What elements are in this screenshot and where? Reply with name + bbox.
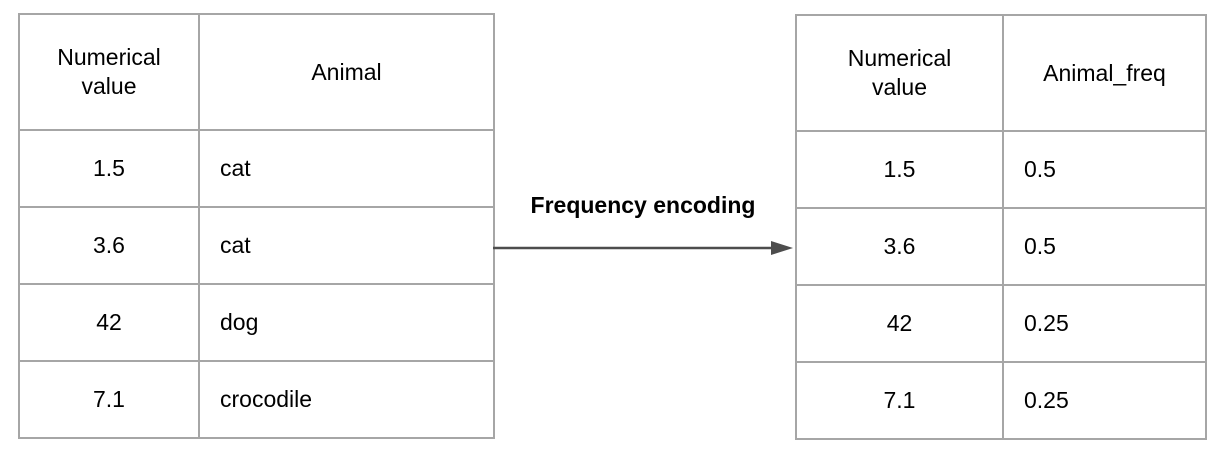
encoded-table: Numerical value Animal_freq 1.5 0.5 3.6 …	[795, 14, 1207, 440]
table-cell: 1.5	[18, 129, 200, 208]
table-row: 1.5 0.5	[795, 130, 1207, 209]
table-cell: 42	[18, 283, 200, 362]
header-label: Animal	[311, 58, 382, 85]
table-cell: 7.1	[795, 361, 1004, 440]
table-header-row: Numerical value Animal_freq	[795, 14, 1207, 132]
table-row: 42 0.25	[795, 284, 1207, 363]
table-cell: cat	[198, 129, 495, 208]
original-table: Numerical value Animal 1.5 cat 3.6 cat 4…	[18, 13, 495, 439]
table-cell: 1.5	[795, 130, 1004, 209]
table-row: 1.5 cat	[18, 129, 495, 208]
header-label: Numerical value	[57, 43, 161, 99]
table-cell: 3.6	[795, 207, 1004, 286]
header-cell-numerical-value: Numerical value	[795, 14, 1004, 132]
header-label: Numerical value	[847, 44, 952, 100]
table-row: 3.6 0.5	[795, 207, 1207, 286]
table-row: 42 dog	[18, 283, 495, 362]
table-cell: 7.1	[18, 360, 200, 439]
table-cell: cat	[198, 206, 495, 285]
header-cell-animal: Animal	[198, 13, 495, 131]
table-cell: 3.6	[18, 206, 200, 285]
table-cell: 42	[795, 284, 1004, 363]
header-label: Animal_freq	[1043, 59, 1166, 86]
table-row: 7.1 0.25	[795, 361, 1207, 440]
frequency-encoding-label: Frequency encoding	[530, 192, 756, 218]
table-cell: 0.25	[1002, 361, 1207, 440]
right-arrow-icon	[493, 241, 793, 255]
table-cell: 0.25	[1002, 284, 1207, 363]
table-cell: 0.5	[1002, 130, 1207, 209]
table-row: 7.1 crocodile	[18, 360, 495, 439]
table-row: 3.6 cat	[18, 206, 495, 285]
table-header-row: Numerical value Animal	[18, 13, 495, 131]
header-cell-animal-freq: Animal_freq	[1002, 14, 1207, 132]
header-cell-numerical-value: Numerical value	[18, 13, 200, 131]
table-cell: crocodile	[198, 360, 495, 439]
table-cell: 0.5	[1002, 207, 1207, 286]
table-cell: dog	[198, 283, 495, 362]
